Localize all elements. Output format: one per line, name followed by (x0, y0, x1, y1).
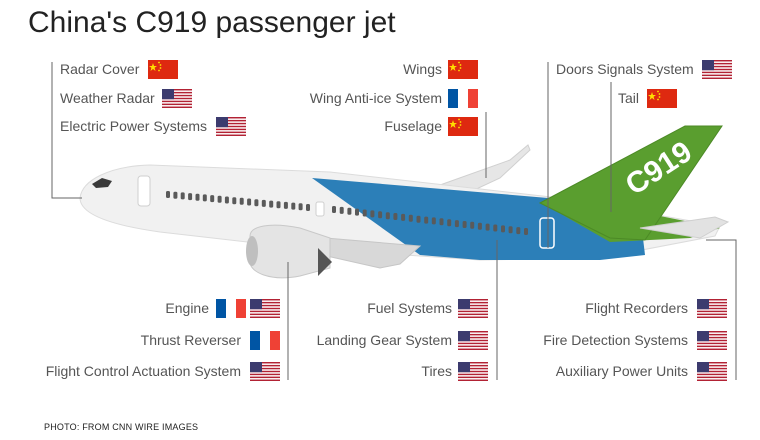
label-engine: Engine (165, 300, 209, 316)
cabin-window (269, 200, 274, 208)
cabin-window (393, 213, 398, 220)
cabin-window (210, 195, 215, 203)
cabin-window (378, 211, 383, 219)
flag-china-icon (448, 117, 478, 136)
cabin-window (195, 193, 200, 201)
cabin-window (306, 204, 310, 211)
cabin-window (291, 202, 296, 210)
cabin-window (232, 197, 237, 205)
cabin-window (254, 199, 259, 207)
cabin-window (447, 219, 452, 227)
flag-usa-icon (250, 299, 280, 318)
front-door (137, 175, 151, 207)
mid-door (315, 201, 325, 217)
label-fuel-systems: Fuel Systems (367, 300, 452, 316)
cabin-window (224, 196, 229, 204)
far-wing (438, 144, 531, 193)
cabin-window (188, 193, 193, 201)
cabin-window (485, 223, 490, 231)
flag-usa-icon (216, 117, 246, 136)
cabin-window (283, 201, 288, 209)
cabin-window (439, 218, 444, 226)
cabin-window (276, 201, 281, 209)
tail-fin (538, 125, 723, 241)
label-weather-radar: Weather Radar (60, 90, 155, 106)
flag-usa-icon (458, 362, 488, 381)
cabin-window (385, 212, 390, 220)
cabin-window (431, 217, 436, 225)
cabin-window (180, 192, 185, 200)
flag-china-icon (647, 89, 677, 108)
cabin-window (470, 221, 475, 229)
cabin-window (416, 215, 421, 223)
cabin-window (524, 228, 528, 235)
flag-china-icon (148, 60, 178, 79)
cabin-window (355, 208, 359, 216)
label-wing-anti-ice-system: Wing Anti-ice System (309, 90, 442, 106)
cabin-window (493, 224, 498, 232)
cabin-window (166, 191, 170, 198)
cabin-window (462, 221, 467, 228)
flag-usa-icon (697, 299, 727, 318)
label-landing-gear-system: Landing Gear System (316, 332, 452, 348)
cabin-window (424, 216, 429, 224)
cabin-window (298, 203, 303, 211)
label-fire-detection-systems: Fire Detection Systems (543, 332, 688, 348)
cabin-window (247, 198, 252, 206)
cabin-window (477, 222, 482, 230)
flag-usa-icon (458, 331, 488, 350)
flag-france-icon (216, 299, 246, 318)
cabin-window (202, 194, 207, 202)
label-fuselage: Fuselage (384, 118, 442, 134)
label-tail: Tail (618, 90, 640, 106)
leader-lines (51, 62, 737, 380)
cabin-window (501, 225, 505, 233)
label-doors-signals-system: Doors Signals System (556, 61, 694, 77)
cabin-window (401, 213, 406, 221)
cabin-window (370, 210, 375, 218)
flag-usa-icon (162, 89, 192, 108)
flag-france-icon (448, 89, 478, 108)
cabin-window (217, 195, 222, 203)
cabin-window (408, 214, 413, 222)
flag-usa-icon (702, 60, 732, 79)
blue-livery (312, 178, 645, 260)
label-flight-recorders: Flight Recorders (585, 300, 688, 316)
cabin-window (454, 220, 459, 228)
label-flight-control-actuation-system: Flight Control Actuation System (45, 363, 241, 379)
engine-exhaust (318, 248, 332, 276)
cabin-window (347, 207, 352, 215)
cabin-window (362, 209, 367, 217)
flag-france-icon (250, 331, 280, 350)
flag-usa-icon (697, 362, 727, 381)
page-title: China's C919 passenger jet (28, 6, 396, 39)
photo-credit: PHOTO: FROM CNN WIRE IMAGES (44, 422, 199, 432)
cabin-window (339, 206, 344, 214)
flag-china-icon (448, 60, 478, 79)
engine-intake (246, 236, 258, 266)
cabin-windows (166, 191, 528, 235)
engine-nacelle (249, 224, 331, 279)
cabin-window (239, 197, 244, 205)
cabin-window (261, 199, 266, 207)
label-tires: Tires (421, 363, 452, 379)
horizontal-stabilizer (639, 216, 730, 239)
flag-usa-icon (697, 331, 727, 350)
label-radar-cover: Radar Cover (60, 61, 140, 77)
cabin-window (173, 191, 178, 199)
label-wings: Wings (403, 61, 442, 77)
flag-usa-icon (458, 299, 488, 318)
label-electric-power-systems: Electric Power Systems (60, 118, 208, 134)
cabin-window (508, 226, 513, 234)
flag-usa-icon (250, 362, 280, 381)
cabin-window (516, 227, 521, 235)
label-thrust-reverser: Thrust Reverser (140, 332, 241, 348)
label-auxiliary-power-units: Auxiliary Power Units (555, 363, 688, 379)
cabin-window (332, 206, 336, 213)
rear-door (539, 217, 555, 249)
cockpit-window (92, 178, 112, 188)
